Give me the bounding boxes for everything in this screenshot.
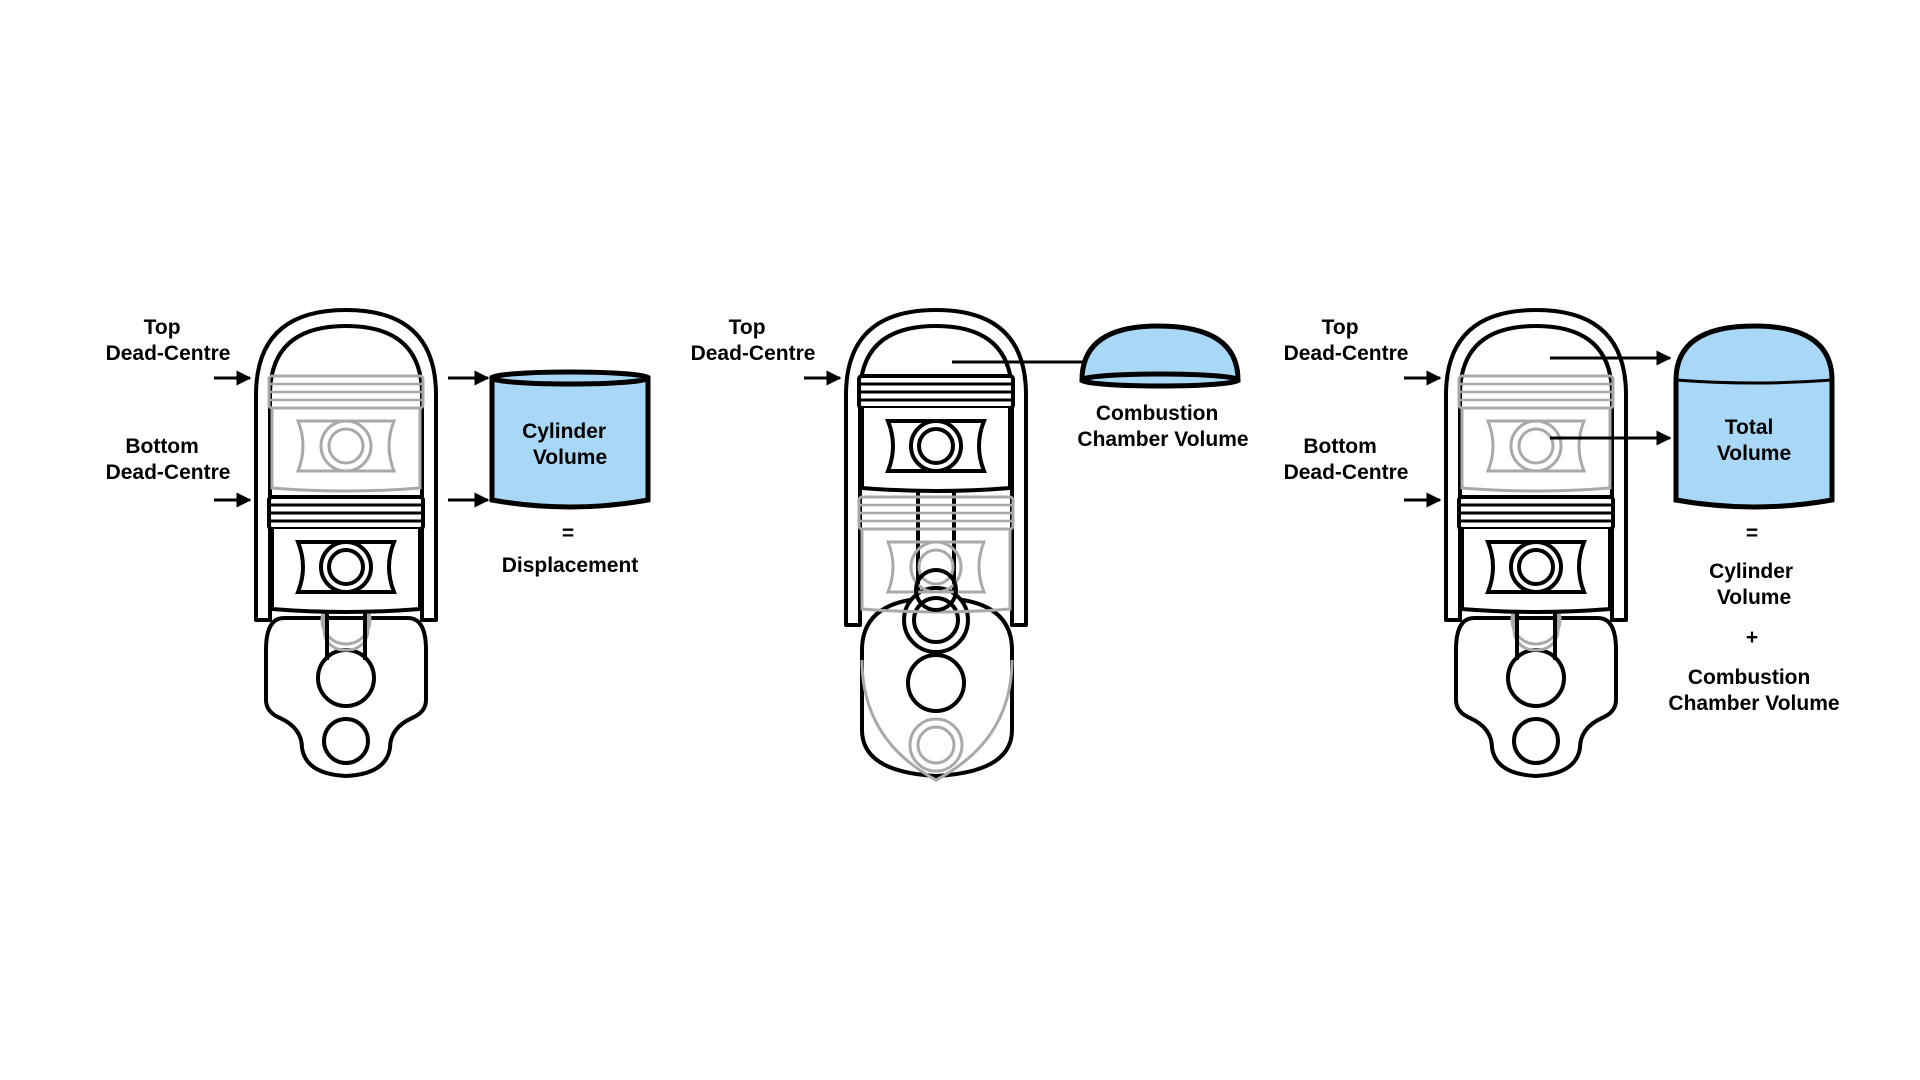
panel-combustion-chamber: Top Dead-Centre Combustion Chamber Volum… — [691, 308, 1249, 782]
equals-sign: = — [562, 522, 574, 545]
cylinder-volume-term: Cylinder Volume — [1709, 560, 1799, 609]
cylinder-wall — [1444, 308, 1628, 622]
combustion-chamber-volume-label: Combustion Chamber Volume — [1077, 402, 1248, 451]
bottom-dead-centre-label: Bottom Dead-Centre — [106, 435, 231, 484]
displacement-label: Displacement — [502, 554, 639, 577]
top-dead-centre-label: Top Dead-Centre — [106, 316, 231, 365]
cylinder-volume-shape — [489, 369, 651, 510]
cylinder-wall — [254, 308, 438, 622]
top-dead-centre-label: Top Dead-Centre — [1284, 316, 1409, 365]
total-volume-shape — [1673, 323, 1835, 510]
ghost-crank-parts — [860, 659, 1014, 782]
equals-sign: = — [1746, 522, 1758, 545]
panel-total-volume: Top Dead-Centre Bottom Dead-Centre Total… — [1284, 308, 1840, 778]
cylinder-volume-label: Cylinder Volume — [522, 420, 612, 469]
combustion-chamber-shape — [1079, 323, 1241, 389]
bottom-dead-centre-label: Bottom Dead-Centre — [1284, 435, 1409, 484]
combustion-chamber-volume-term: Combustion Chamber Volume — [1668, 666, 1839, 715]
total-volume-label: Total Volume — [1717, 416, 1791, 465]
cylinder-wall — [844, 308, 1028, 627]
top-dead-centre-label: Top Dead-Centre — [691, 316, 816, 365]
panel-displacement: Top Dead-Centre Bottom Dead-Centre Cylin… — [106, 308, 651, 778]
plus-sign: + — [1746, 626, 1758, 649]
